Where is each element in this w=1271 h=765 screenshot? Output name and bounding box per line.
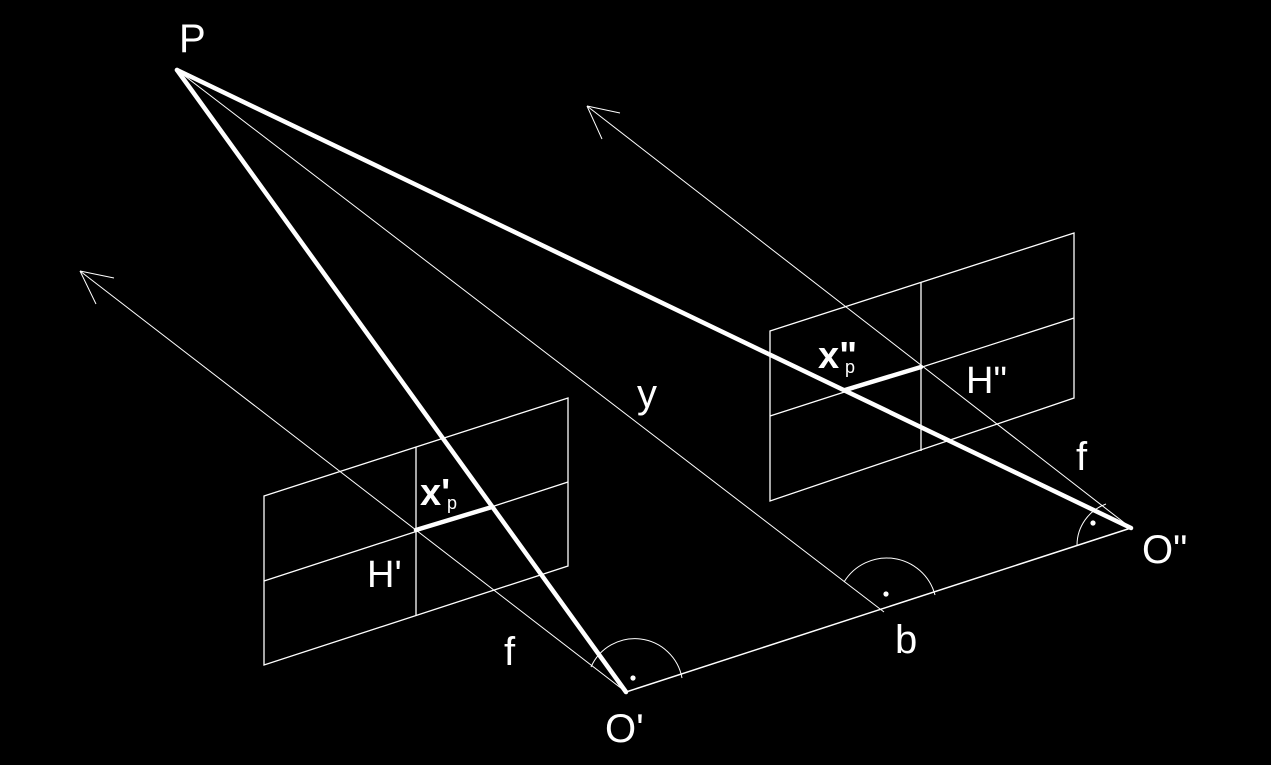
left-center-label: O' bbox=[605, 707, 644, 751]
left-principal-point-label: H' bbox=[367, 554, 402, 596]
depth-y-label: y bbox=[637, 372, 657, 416]
baseline-line bbox=[625, 527, 1132, 693]
depth-line-y bbox=[176, 69, 885, 613]
left-optical-axis bbox=[79, 270, 627, 693]
left-image-frame bbox=[263, 397, 569, 666]
ray-p-to-left-center bbox=[174, 67, 629, 695]
right-optical-axis bbox=[586, 105, 1132, 529]
right-center-label: O" bbox=[1142, 528, 1187, 572]
right-optical-axis-arrowhead bbox=[586, 105, 621, 140]
left-right-angle-arc bbox=[590, 638, 683, 679]
point-p-label: P bbox=[179, 17, 206, 61]
right-image-coordinate-label: x" bbox=[818, 335, 857, 377]
baseline-angle-dot bbox=[883, 591, 889, 597]
right-principal-point-label: H" bbox=[966, 360, 1007, 402]
right-focal-length-label: f bbox=[1076, 435, 1088, 479]
right-image-coordinate-subscript: p bbox=[845, 357, 855, 377]
baseline-b-label: b bbox=[895, 618, 917, 662]
left-optical-axis-arrowhead bbox=[79, 270, 115, 305]
left-image-coordinate-segment bbox=[413, 504, 495, 533]
right-image-coordinate-segment bbox=[842, 364, 924, 393]
right-image-frame bbox=[769, 232, 1075, 502]
left-focal-length-label: f bbox=[504, 630, 516, 674]
right-angle-dot bbox=[1090, 520, 1096, 526]
baseline-right-angle-arc bbox=[843, 557, 936, 596]
left-image-coordinate-label: x' bbox=[420, 472, 450, 514]
right-right-angle-arc bbox=[1076, 503, 1107, 546]
ray-p-to-right-center bbox=[174, 67, 1134, 531]
left-image-coordinate-subscript: p bbox=[447, 493, 457, 513]
left-angle-dot bbox=[630, 675, 636, 681]
